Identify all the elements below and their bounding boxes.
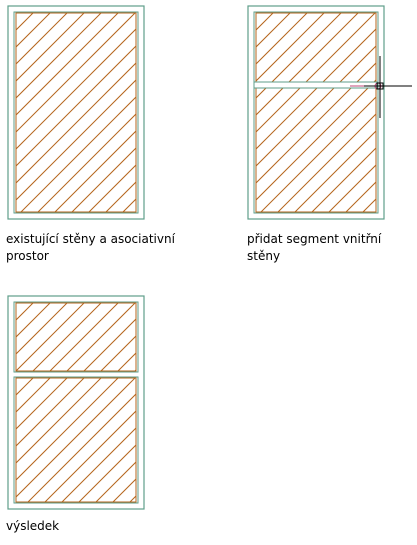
hatch-line [16,303,85,371]
space-boundary [15,12,137,213]
caption-existing-walls: existující stěny a asociativní prostor [6,231,175,265]
hatch-line [328,164,376,212]
hatch-line [37,113,136,212]
hatch-line [16,378,102,464]
hatch-line [256,62,376,184]
caption-line: existující stěny a asociativní [6,232,175,246]
hatch-line [129,495,136,502]
hatch-line [16,13,102,99]
hatch-line [256,13,291,48]
lower-room-wall [13,376,139,504]
hatch-line [16,45,136,167]
hatch-line [88,164,136,212]
hatch-line [16,378,85,447]
hatch-line [117,352,136,371]
diagram-add-wall-segment [247,5,417,220]
hatch-line [256,79,376,201]
hatch-line [147,378,160,502]
hatch-line [61,427,136,502]
hatch-line [27,393,136,502]
hatch-pattern [16,13,160,212]
hatch-line [16,13,51,48]
hatch-line [311,147,376,212]
hatch-line [32,303,102,371]
hatch-line [105,181,136,212]
hatch-line [256,13,359,116]
hatch-line [16,62,136,184]
hatch-line [256,45,376,167]
hatch-line [16,378,119,481]
hatch-line [44,410,136,502]
hatch-line [260,96,376,212]
hatch-line [16,303,34,321]
hatch-line [16,13,119,116]
inner-wall [253,11,379,214]
hatch-line [256,13,342,99]
hatch-pattern-upper [16,303,160,371]
caption-line: přidat segment vnitřní [247,232,382,246]
hatch-line [122,198,136,212]
hatch-line [380,13,417,212]
lower-space-boundary [15,377,137,503]
hatch-line [256,13,325,82]
hatch-line [16,378,136,498]
hatch-line [256,13,308,65]
space-boundary [255,12,377,213]
hatch-line [16,378,68,430]
hatch-line [66,303,136,371]
hatch-line [362,198,376,212]
upper-room-wall [13,301,139,373]
outer-wall [247,5,385,220]
diagram-existing-walls [7,5,160,220]
hatch-line [83,318,136,371]
hatch-line [78,444,136,502]
hatch-line [256,13,376,133]
outer-wall [7,5,145,220]
hatch-line [140,13,160,212]
hatch-line [16,13,85,82]
hatch-line [16,79,136,201]
caption-result: výsledek [6,518,59,535]
hatch-line [112,478,136,502]
hatch-line [49,303,119,371]
caption-line: stěny [247,249,281,263]
hatch-line [256,28,376,150]
caption-line: prostor [6,249,49,263]
hatch-line [277,113,376,212]
hatch-line [71,147,136,212]
inner-wall [13,11,139,214]
hatch-pattern [256,13,417,212]
hatch-line [152,303,160,371]
diagram-result [7,295,160,510]
hatch-line [16,28,136,150]
caption-add-wall-segment: přidat segment vnitřní stěny [247,231,381,265]
crosshair-cursor [364,56,412,118]
hatch-line [134,369,136,371]
hatch-line [16,13,136,133]
hatch-line [95,461,136,502]
hatch-line [54,130,136,212]
hatch-line [397,13,417,212]
hatch-line [100,335,136,371]
hatch-line [157,13,160,212]
outer-wall [7,295,145,510]
hatch-line [16,13,68,65]
hatch-line [345,181,376,212]
hatch-line [294,130,376,212]
hatch-line [16,378,51,413]
hatch-line [20,96,136,212]
hatch-line [16,303,68,355]
caption-line: výsledek [6,519,60,533]
new-wall-segment-preview [253,81,379,89]
hatch-pattern-lower [16,378,160,502]
hatch-line [16,303,51,338]
